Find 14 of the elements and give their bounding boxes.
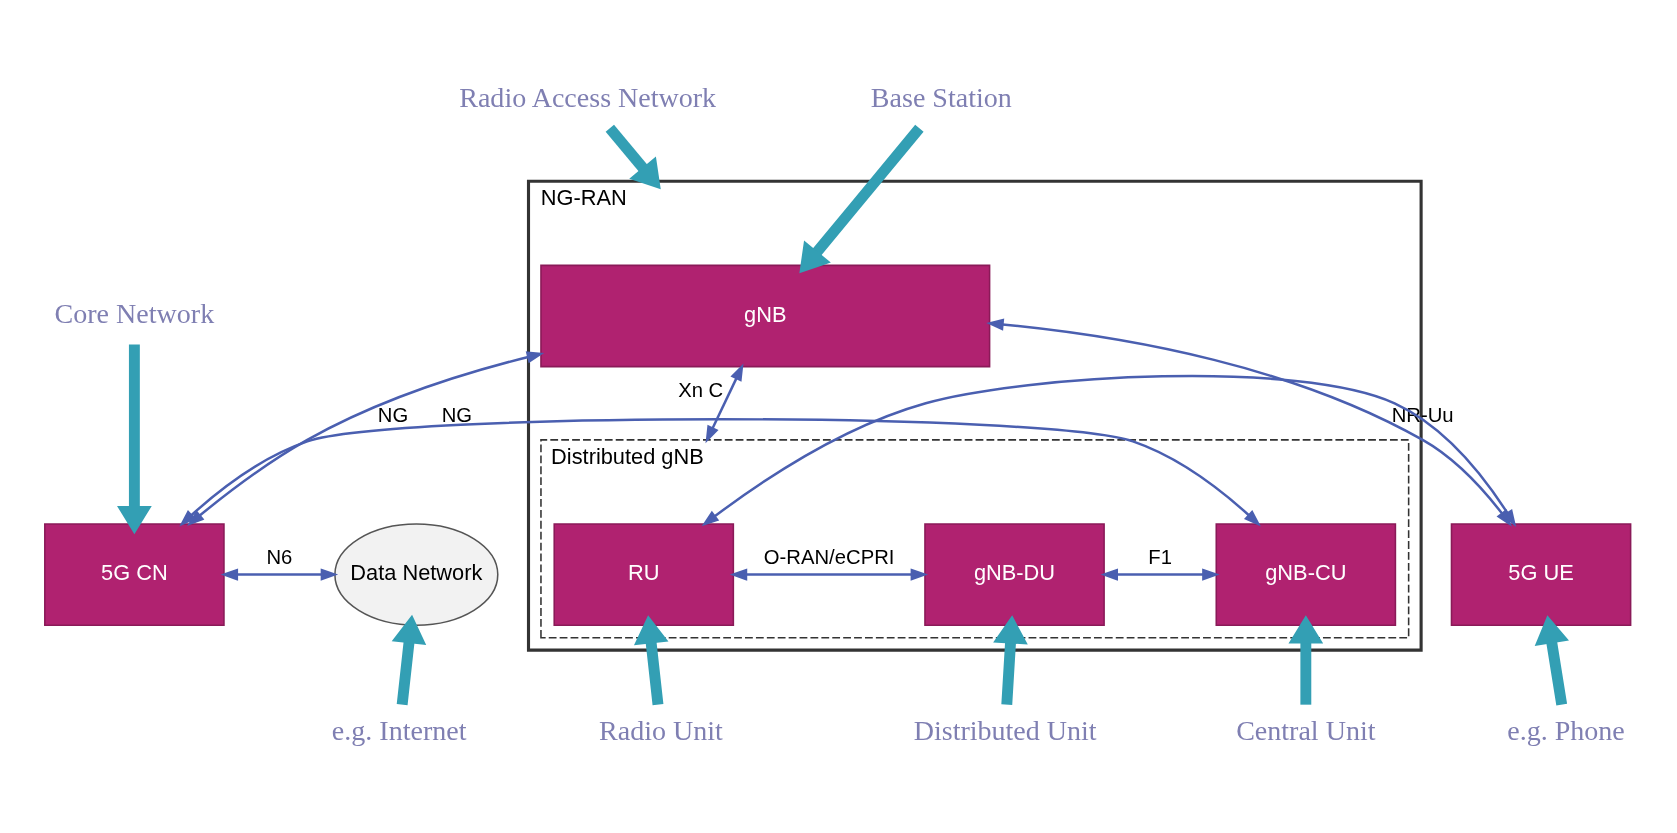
node-text: Base Station <box>870 82 1012 114</box>
edge-label: N6 <box>266 546 293 569</box>
edge-label: F1 <box>1148 546 1172 569</box>
node-text: e.g. Phone <box>1507 714 1625 746</box>
edge-label: Xn C <box>678 378 724 401</box>
node-text: e.g. Internet <box>331 714 467 746</box>
edge-label: NG <box>377 403 409 426</box>
node-text: Central Unit <box>1236 714 1376 746</box>
node-text: Radio Access Network <box>459 82 717 114</box>
node-text: Distributed Unit <box>913 714 1097 746</box>
edge-label: O-RAN/eCPRI <box>763 546 895 569</box>
node-text: Radio Unit <box>599 714 723 746</box>
node-text: Core Network <box>54 297 215 329</box>
edge-label: NG <box>441 403 473 426</box>
